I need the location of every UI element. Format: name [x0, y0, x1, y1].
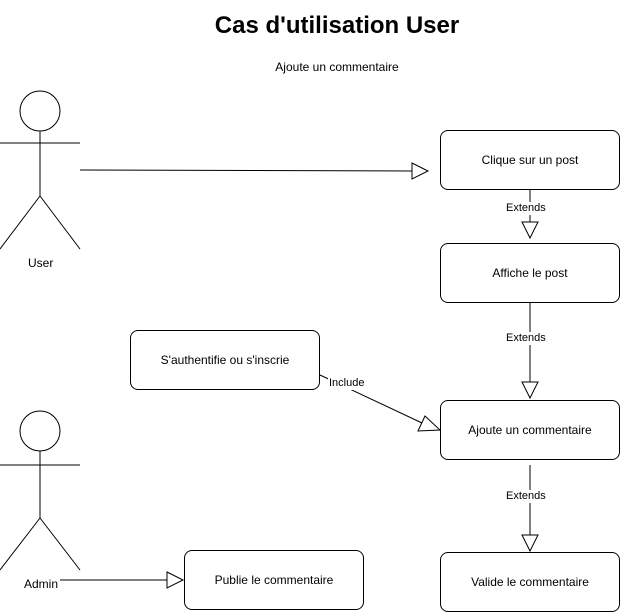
diagram-title: Cas d'utilisation User [214, 12, 460, 39]
use-case-add-comment-label: Ajoute un commentaire [468, 423, 592, 437]
admin-actor-label: Admin [24, 577, 59, 591]
use-case-click-post[interactable]: Clique sur un post [440, 130, 620, 190]
association-user-click-post [79, 162, 430, 180]
admin-actor-figure [0, 410, 81, 571]
use-case-validate-comment[interactable]: Valide le commentaire [440, 552, 620, 612]
include-label: Include [328, 377, 366, 390]
use-case-show-post-label: Affiche le post [492, 266, 568, 280]
use-case-show-post[interactable]: Affiche le post [440, 243, 620, 303]
extends-arrow-2 [521, 303, 539, 400]
diagram-subtitle: Ajoute un commentaire [275, 60, 399, 74]
extends-label-3: Extends [505, 490, 547, 503]
association-admin-publish [60, 571, 185, 589]
extends-label-1: Extends [505, 202, 547, 215]
user-actor-figure [0, 90, 81, 250]
user-actor-label: User [28, 256, 54, 270]
use-case-click-post-label: Clique sur un post [481, 153, 579, 167]
use-case-validate-comment-label: Valide le commentaire [471, 575, 589, 589]
use-case-publish-comment-label: Publie le commentaire [214, 573, 334, 587]
use-case-authenticate-label: S'authentifie ou s'inscrie [160, 353, 290, 367]
extends-label-2: Extends [505, 332, 547, 345]
use-case-publish-comment[interactable]: Publie le commentaire [184, 550, 364, 610]
extends-arrow-3 [521, 465, 539, 553]
use-case-add-comment[interactable]: Ajoute un commentaire [440, 400, 620, 460]
use-case-authenticate[interactable]: S'authentifie ou s'inscrie [130, 330, 320, 390]
